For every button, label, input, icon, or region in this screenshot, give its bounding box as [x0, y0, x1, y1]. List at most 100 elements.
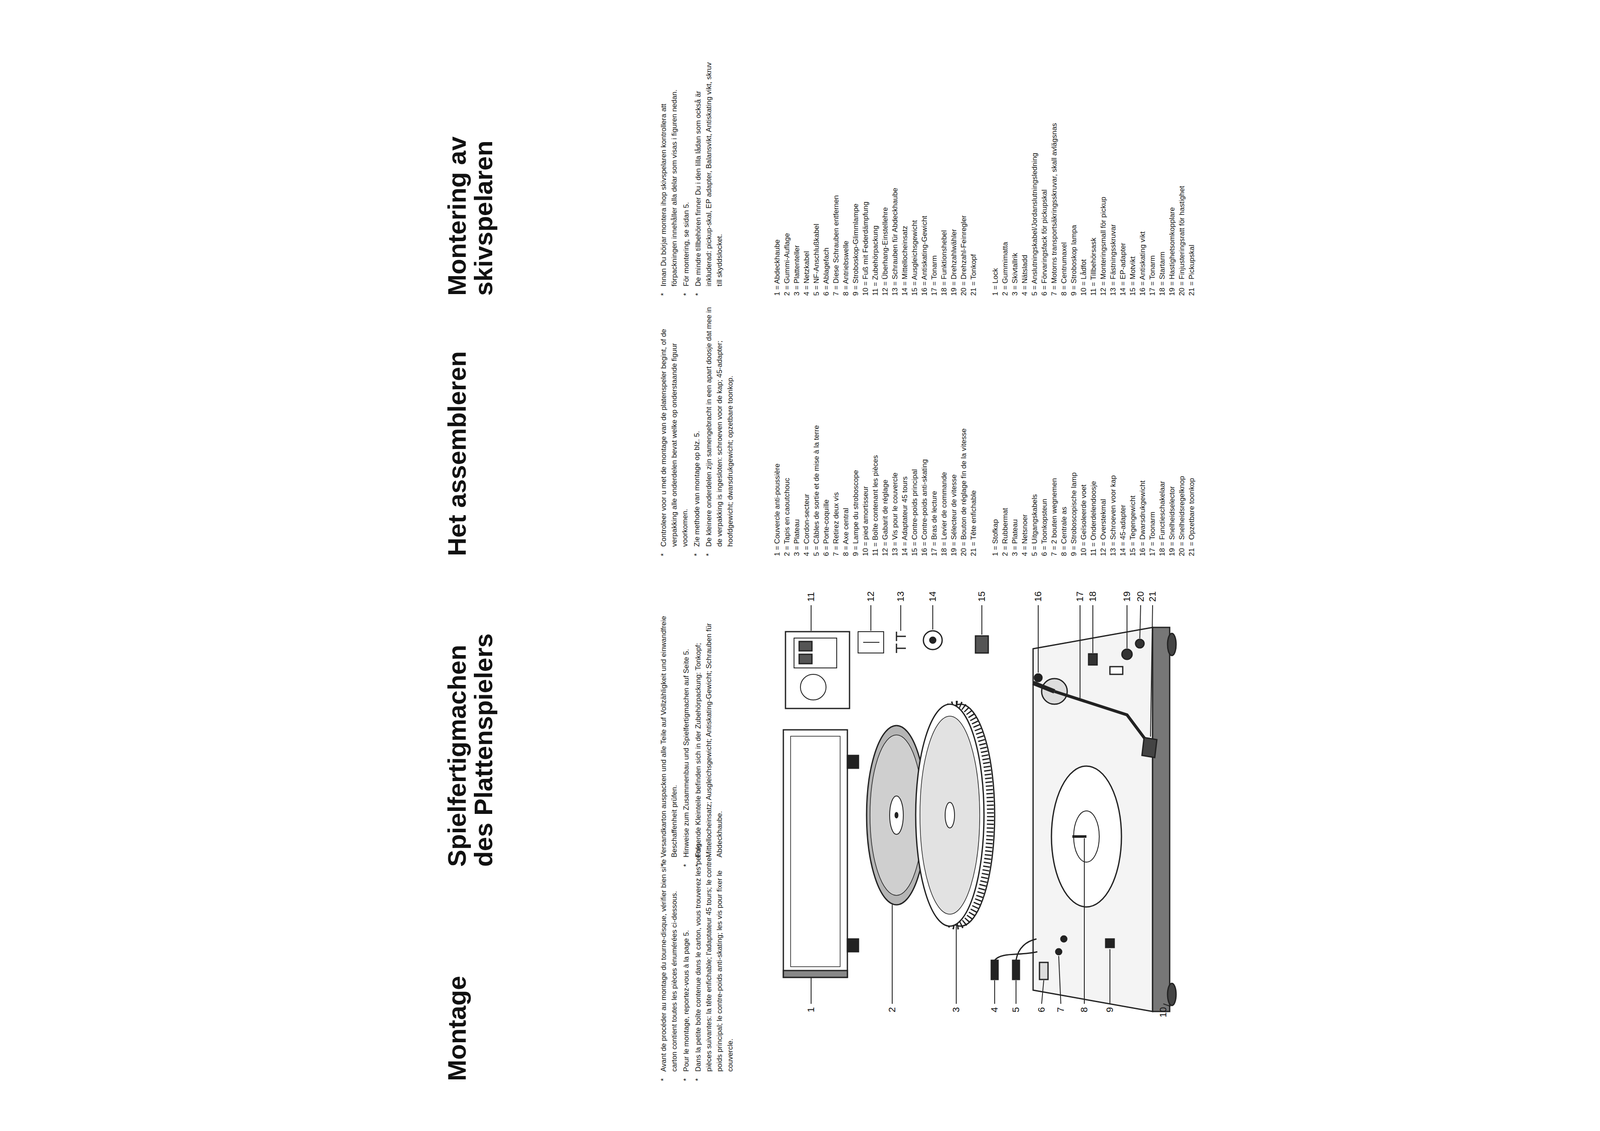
transport-screw: [1055, 948, 1062, 955]
parts-list: 1 = Stofkap2 = Rubbermat3 = Plateau4 = N…: [990, 472, 1197, 557]
parts-list-item: 5 = Uitgangskabels: [1029, 472, 1040, 557]
bullet-row: *Innan Du börjar montera ihop skivspelar…: [658, 56, 680, 296]
callout-box: 6: [1036, 1007, 1047, 1013]
bullet-row: *Hinweise zum Zusammenbau und Spielferti…: [680, 602, 692, 868]
leader-line: [981, 605, 983, 635]
callout-box: 11: [805, 592, 817, 602]
leader-line: [810, 605, 812, 631]
bullet-row: *För montering, se sidan 5.: [680, 56, 692, 296]
section-heading: Spielfertigmachen des Plattenspielers: [443, 629, 497, 868]
instruction-text: Avant de procéder au montage du tourne-d…: [658, 842, 680, 1072]
heading-box: Montering av skivspelaren: [443, 131, 497, 296]
rubber-mat-ring: [870, 735, 923, 896]
box-item: [794, 638, 837, 669]
antiskating-weight: [1034, 674, 1043, 682]
leader-lines: [811, 605, 1171, 1007]
callout-number: 4: [989, 1007, 1000, 1013]
parts-list-item: 6 = Toonkopsteun: [1039, 472, 1050, 557]
dust-cover: [783, 729, 848, 978]
parts-list-item: 8 = Antriebswelle: [840, 187, 851, 296]
bullet-row: *Zie methode van montage op blz. 5.: [691, 306, 703, 557]
parts-list-item: 9 = Stroboscopische lamp: [1068, 472, 1079, 557]
bullet-mark: *: [680, 286, 692, 296]
leader-line: [900, 605, 902, 631]
tonearm-stub: [1033, 683, 1055, 692]
parts-list-item: 20 = Drehzahl-Feinregler: [958, 187, 969, 296]
plug: [991, 960, 999, 980]
callout-number: 14: [927, 591, 938, 602]
parts-list-item: 16 = Antiskating vikt: [1137, 122, 1148, 296]
bullet-row: *De mindre tillbehören finner Du i den l…: [692, 56, 725, 296]
box-item: [799, 654, 812, 664]
instruction-text: Zie methode van montage op blz. 5.: [691, 306, 703, 547]
section-heading: Het assembleren: [443, 351, 471, 557]
leader-line: [1163, 1004, 1171, 1007]
parts-list-item: 14 = EP-adapter: [1118, 122, 1128, 296]
leader-line: [1150, 605, 1153, 737]
box-item: [800, 674, 827, 701]
parts-list-item: 4 = Nätsladd: [1019, 122, 1030, 296]
bullet-row: *Dans la petite boîte contenue dans le c…: [692, 842, 736, 1082]
heading-box: Montage: [443, 975, 471, 1082]
bullet-mark: *: [658, 546, 691, 557]
callout-number: 11: [805, 592, 817, 602]
parts-list-item: 8 = Centrumaxel: [1059, 122, 1069, 296]
parts-list-item: 16 = Contre-poids anti-skating: [919, 425, 930, 557]
callout-box: 19: [1121, 591, 1133, 602]
overhang-gauge: [858, 631, 884, 654]
callout-number: 3: [950, 1007, 962, 1013]
parts-list-item: 2 = Rubbermat: [1000, 472, 1011, 557]
box-item: [799, 641, 812, 652]
bullet-row: *Avant de procéder au montage du tourne-…: [658, 842, 680, 1082]
parts-list-item: 9 = Stroboskop lampa: [1068, 122, 1079, 296]
platter: [915, 704, 984, 927]
callout-number: 10: [1157, 1007, 1169, 1018]
parts-list-item: 19 = Hastighetsomkopplare: [1167, 122, 1177, 296]
cover-screws: [896, 631, 906, 654]
leader-line: [1041, 980, 1044, 1005]
callout-box: 16: [1033, 591, 1044, 602]
parts-list-item: 11 = Onderdelendoosje: [1088, 472, 1099, 557]
leader-line: [1126, 605, 1128, 649]
callout-box: 8: [1079, 1007, 1090, 1013]
callout-box: 15: [976, 591, 987, 602]
parts-list-item: 17 = Toonarm: [1147, 472, 1158, 557]
speed-selector: [1121, 649, 1133, 660]
leader-line: [955, 926, 957, 1005]
leader-line: [1058, 956, 1061, 1005]
bullet-mark: *: [703, 546, 736, 557]
callout-number: 17: [1074, 591, 1086, 602]
parts-list-item: 4 = Netsnoer: [1019, 472, 1030, 557]
bullet-mark: *: [691, 546, 703, 557]
parts-list-item: 17 = Tonarm: [929, 187, 940, 296]
leader-line: [810, 977, 812, 1005]
callout-box: 13: [895, 591, 906, 602]
parts-list-item: 11 = Tillbehörsask: [1088, 122, 1099, 296]
parts-list-item: 19 = Sélecteur de vitesse: [948, 425, 959, 557]
intro-column: *Versandkarton auspacken und alle Teile …: [658, 602, 727, 868]
spindle: [1072, 835, 1087, 838]
headshell: [1141, 737, 1157, 758]
parts-list-item: 7 = Diese Schrauben entfernen: [831, 187, 841, 296]
parts-list-item: 14 = Mittellocheinsatz: [899, 187, 910, 296]
callout-box: 14: [927, 591, 938, 602]
parts-list-item: 3 = Plateau: [1010, 472, 1020, 557]
parts-list-item: 15 = Tegengewicht: [1127, 472, 1138, 557]
parts-list-item: 5 = NF-Anschlußkabel: [811, 187, 822, 296]
leader-line: [1139, 605, 1141, 639]
strobe-lamp: [1105, 939, 1115, 948]
parts-list-item: 9 = Lampe du stroboscope: [850, 425, 861, 557]
sub-platter: [1051, 766, 1122, 908]
intro-column: *Avant de procéder au montage du tourne-…: [658, 842, 737, 1082]
gauge-mark: [863, 642, 880, 643]
parts-list-item: 1 = Abdeckhaube: [772, 187, 783, 296]
leader-line: [870, 605, 872, 631]
parts-list-item: 6 = Porte-coquille: [821, 425, 832, 557]
bullet-mark: *: [680, 1071, 692, 1082]
tonearm: [1054, 691, 1147, 741]
parts-list-item: 13 = Fästningsskruvar: [1108, 122, 1119, 296]
parts-list-item: 4 = Netzkabel: [801, 187, 812, 296]
